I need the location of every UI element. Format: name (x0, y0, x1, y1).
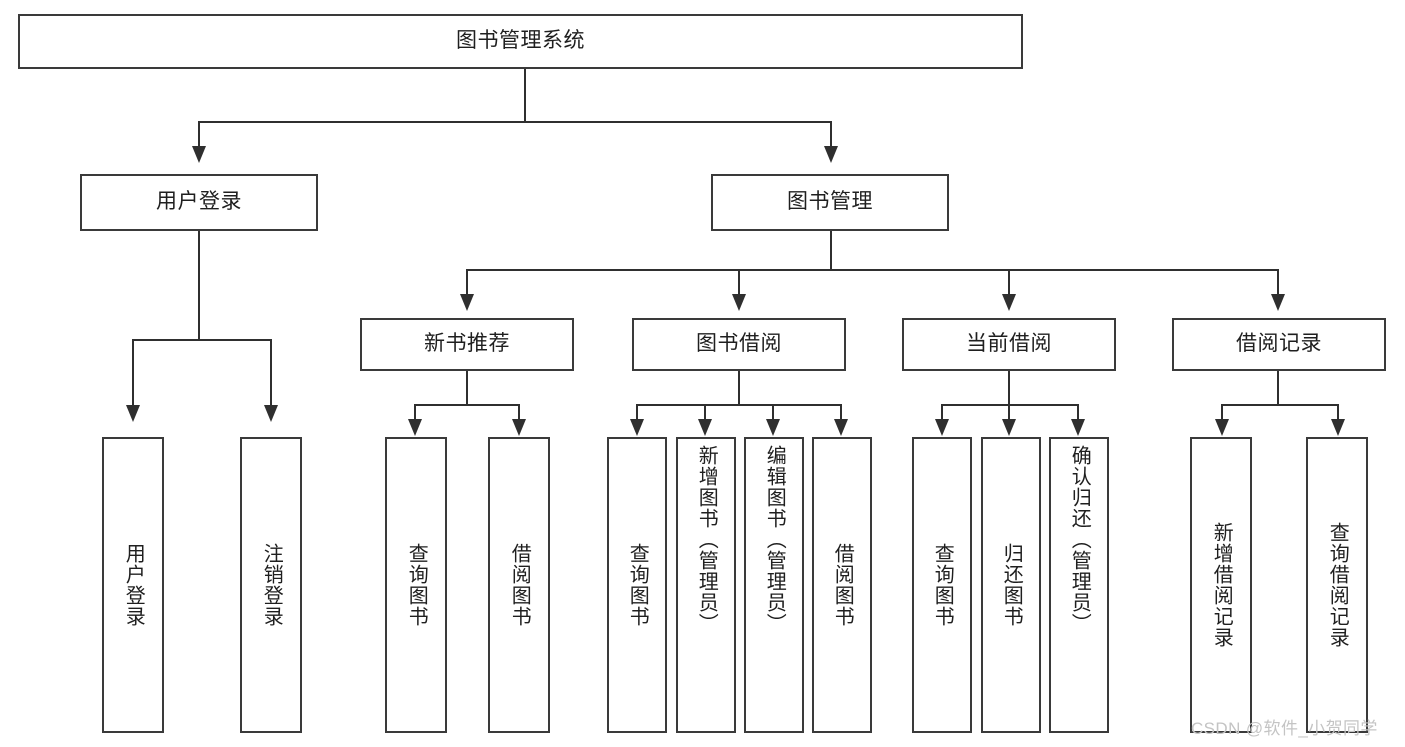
connector-current-borrow-drop-1 (941, 404, 944, 422)
node-label: 新增图书（管理员） (695, 445, 718, 634)
arrow-to-leaf-book-borrow-3 (766, 419, 780, 436)
node-label: 用户登录 (122, 543, 145, 627)
connector-new-book-drop-1 (414, 404, 417, 422)
connector-level3-drop-3 (1008, 269, 1011, 297)
node-label: 查询图书 (931, 543, 954, 627)
connector-current-borrow-stem (1008, 371, 1011, 406)
node-label: 图书管理 (787, 190, 873, 214)
arrow-to-borrow-record (1271, 294, 1285, 311)
node-book-borrow[interactable]: 图书借阅 (632, 318, 846, 371)
connector-level3-drop-2 (738, 269, 741, 297)
leaf-current-borrow-return[interactable]: 归还图书 (981, 437, 1041, 733)
node-root-system[interactable]: 图书管理系统 (18, 14, 1023, 69)
leaf-book-borrow-edit[interactable]: 编辑图书（管理员） (744, 437, 804, 733)
connector-user-login-drop-1 (132, 339, 135, 407)
connector-level2-bar (198, 121, 832, 124)
connector-book-borrow-drop-1 (636, 404, 639, 422)
arrow-to-leaf-book-borrow-1 (630, 419, 644, 436)
leaf-borrow-record-query[interactable]: 查询借阅记录 (1306, 437, 1368, 733)
connector-new-book-bar (414, 404, 520, 407)
arrow-to-user-login (192, 146, 206, 163)
connector-level3-drop-1 (466, 269, 469, 297)
connector-book-borrow-drop-2 (704, 404, 707, 422)
connector-book-borrow-stem (738, 371, 741, 406)
leaf-user-login-logout[interactable]: 注销登录 (240, 437, 302, 733)
leaf-user-login-login[interactable]: 用户登录 (102, 437, 164, 733)
connector-borrow-record-bar (1221, 404, 1337, 407)
connector-level2-drop-left (198, 121, 201, 149)
node-label: 归还图书 (1000, 543, 1023, 627)
node-book-manage[interactable]: 图书管理 (711, 174, 949, 231)
arrow-to-new-book-recommend (460, 294, 474, 311)
node-label: 借阅图书 (508, 543, 531, 627)
leaf-current-borrow-confirm[interactable]: 确认归还（管理员） (1049, 437, 1109, 733)
arrow-to-book-manage (824, 146, 838, 163)
connector-book-borrow-bar (636, 404, 842, 407)
node-borrow-record[interactable]: 借阅记录 (1172, 318, 1386, 371)
node-label: 用户登录 (156, 190, 242, 214)
connector-current-borrow-drop-2 (1008, 404, 1011, 422)
node-label: 新书推荐 (424, 332, 510, 356)
leaf-book-borrow-query[interactable]: 查询图书 (607, 437, 667, 733)
node-label: 图书管理系统 (456, 29, 585, 53)
connector-new-book-drop-2 (518, 404, 521, 422)
arrow-to-leaf-book-borrow-2 (698, 419, 712, 436)
connector-borrow-record-drop-1 (1221, 404, 1224, 422)
node-label: 新增借阅记录 (1210, 522, 1233, 648)
node-label: 查询图书 (626, 543, 649, 627)
node-label: 注销登录 (260, 543, 283, 627)
arrow-to-leaf-user-login-1 (126, 405, 140, 422)
node-current-borrow[interactable]: 当前借阅 (902, 318, 1116, 371)
connector-borrow-record-drop-2 (1337, 404, 1340, 422)
arrow-to-leaf-current-borrow-1 (935, 419, 949, 436)
arrow-to-leaf-new-book-1 (408, 419, 422, 436)
connector-user-login-drop-2 (270, 339, 273, 407)
leaf-book-borrow-add[interactable]: 新增图书（管理员） (676, 437, 736, 733)
connector-new-book-stem (466, 371, 469, 406)
connector-borrow-record-stem (1277, 371, 1280, 406)
node-label: 图书借阅 (696, 332, 782, 356)
node-label: 确认归还（管理员） (1068, 445, 1091, 634)
arrow-to-leaf-borrow-record-1 (1215, 419, 1229, 436)
node-label: 借阅记录 (1236, 332, 1322, 356)
arrow-to-leaf-current-borrow-2 (1002, 419, 1016, 436)
arrow-to-current-borrow (1002, 294, 1016, 311)
leaf-book-borrow-borrow[interactable]: 借阅图书 (812, 437, 872, 733)
leaf-new-book-borrow[interactable]: 借阅图书 (488, 437, 550, 733)
leaf-current-borrow-query[interactable]: 查询图书 (912, 437, 972, 733)
connector-current-borrow-drop-3 (1077, 404, 1080, 422)
arrow-to-leaf-new-book-2 (512, 419, 526, 436)
connector-book-manage-stem (830, 231, 833, 271)
csdn-watermark: CSDN @软件_小贺同学 (1191, 719, 1378, 738)
node-label: 编辑图书（管理员） (763, 445, 786, 634)
connector-level3-bar (466, 269, 1279, 272)
connector-root-stem (524, 69, 527, 121)
connector-user-login-bar (132, 339, 272, 342)
arrow-to-leaf-borrow-record-2 (1331, 419, 1345, 436)
node-label: 当前借阅 (966, 332, 1052, 356)
arrow-to-leaf-book-borrow-4 (834, 419, 848, 436)
leaf-new-book-query[interactable]: 查询图书 (385, 437, 447, 733)
connector-book-borrow-drop-4 (840, 404, 843, 422)
node-label: 查询图书 (405, 543, 428, 627)
node-user-login[interactable]: 用户登录 (80, 174, 318, 231)
node-new-book-recommend[interactable]: 新书推荐 (360, 318, 574, 371)
connector-user-login-stem (198, 231, 201, 341)
connector-level2-drop-right (830, 121, 833, 149)
node-label: 借阅图书 (831, 543, 854, 627)
connector-book-borrow-drop-3 (772, 404, 775, 422)
arrow-to-leaf-current-borrow-3 (1071, 419, 1085, 436)
connector-level3-drop-4 (1277, 269, 1280, 297)
arrow-to-book-borrow (732, 294, 746, 311)
arrow-to-leaf-user-login-2 (264, 405, 278, 422)
node-label: 查询借阅记录 (1326, 522, 1349, 648)
leaf-borrow-record-add[interactable]: 新增借阅记录 (1190, 437, 1252, 733)
